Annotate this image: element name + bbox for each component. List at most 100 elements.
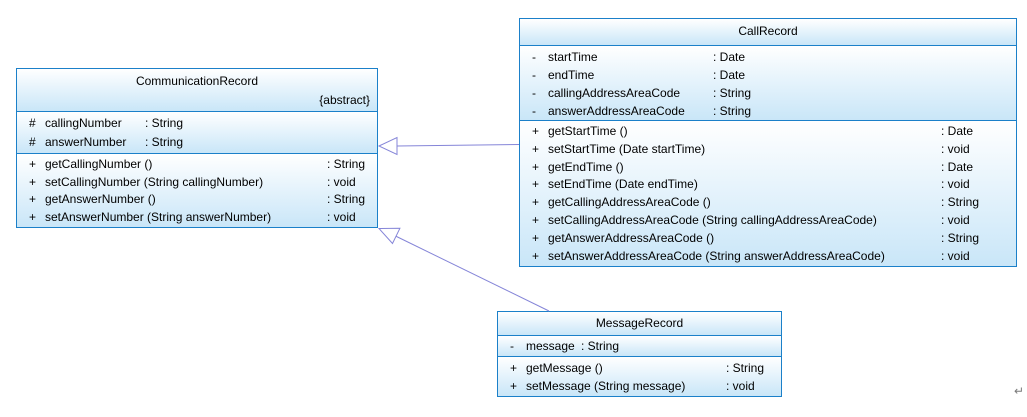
- method-return-type: : void: [941, 177, 970, 192]
- method-return-type: : String: [941, 230, 980, 245]
- method-name: setAnswerAddressAreaCode (String answerA…: [548, 248, 885, 263]
- method-return-type: : Date: [941, 124, 974, 138]
- methods-compartment: + getCallingNumber () : String + setCall…: [17, 153, 377, 227]
- attribute-type: : String: [713, 104, 752, 118]
- method-row: + getAnswerNumber () : String: [17, 191, 377, 209]
- method-name: getAnswerAddressAreaCode (): [548, 230, 715, 245]
- class-name: CallRecord: [738, 24, 798, 38]
- method-return-type: : void: [941, 141, 970, 156]
- method-name: getCallingNumber (): [45, 157, 153, 171]
- method-row: + getStartTime () : Date: [520, 123, 1016, 141]
- method-row: + getCallingAddressAreaCode () : String: [520, 194, 1016, 212]
- attribute-name: message: [526, 339, 575, 353]
- visibility-symbol: -: [532, 68, 536, 82]
- visibility-symbol: +: [532, 248, 540, 263]
- visibility-symbol: +: [532, 124, 540, 138]
- attribute-row: - callingAddressAreaCode : String: [520, 84, 1016, 102]
- visibility-symbol: +: [29, 192, 37, 206]
- method-return-type: : String: [327, 192, 366, 206]
- class-title-compartment: CommunicationRecord {abstract}: [17, 69, 377, 111]
- method-name: setMessage (String message): [526, 379, 686, 393]
- paragraph-return-icon: ↵: [1014, 384, 1025, 398]
- method-name: getEndTime (): [548, 159, 624, 174]
- abstract-tag: {abstract}: [319, 93, 370, 107]
- attribute-row: - endTime : Date: [520, 66, 1016, 84]
- visibility-symbol: +: [532, 141, 540, 156]
- method-return-type: : String: [327, 157, 366, 171]
- method-name: setEndTime (Date endTime): [548, 177, 698, 192]
- visibility-symbol: +: [532, 195, 540, 210]
- attribute-row: - message : String: [498, 337, 781, 355]
- visibility-symbol: +: [510, 379, 518, 393]
- attribute-type: : String: [145, 116, 184, 130]
- method-row: + setStartTime (Date startTime) : void: [520, 141, 1016, 159]
- method-return-type: : void: [941, 212, 970, 227]
- method-return-type: : Date: [941, 159, 974, 174]
- method-return-type: : String: [941, 195, 980, 210]
- visibility-symbol: #: [29, 116, 36, 130]
- method-row: + setMessage (String message) : void: [498, 377, 781, 395]
- class-communication-record[interactable]: CommunicationRecord {abstract} # calling…: [16, 68, 378, 228]
- method-row: + setAnswerNumber (String answerNumber) …: [17, 209, 377, 227]
- method-name: getAnswerNumber (): [45, 192, 156, 206]
- inheritance-line-callrecord: [396, 144, 520, 147]
- visibility-symbol: -: [532, 104, 536, 118]
- method-return-type: : void: [941, 248, 970, 263]
- inheritance-arrowhead-icon: [377, 136, 398, 156]
- method-name: setCallingAddressAreaCode (String callin…: [548, 212, 877, 227]
- attribute-type: : Date: [713, 50, 746, 64]
- method-return-type: : void: [327, 174, 356, 189]
- attribute-name: answerAddressAreaCode: [548, 104, 685, 118]
- visibility-symbol: +: [532, 230, 540, 245]
- method-return-type: : void: [327, 209, 356, 224]
- method-name: getStartTime (): [548, 124, 628, 138]
- attribute-type: : String: [713, 86, 752, 100]
- attribute-row: # answerNumber : String: [17, 133, 377, 152]
- attribute-name: endTime: [548, 68, 595, 82]
- attribute-row: # callingNumber : String: [17, 114, 377, 133]
- method-row: + setAnswerAddressAreaCode (String answe…: [520, 248, 1016, 266]
- visibility-symbol: +: [29, 174, 37, 189]
- attribute-name: callingNumber: [45, 116, 122, 130]
- attribute-type: : Date: [713, 68, 746, 82]
- visibility-symbol: +: [510, 361, 518, 375]
- visibility-symbol: +: [532, 212, 540, 227]
- method-row: + getAnswerAddressAreaCode () : String: [520, 230, 1016, 248]
- class-title-compartment: MessageRecord: [498, 312, 781, 335]
- visibility-symbol: -: [532, 50, 536, 64]
- attributes-compartment: - startTime : Date - endTime : Date - ca…: [520, 45, 1016, 120]
- class-message-record[interactable]: MessageRecord - message : String + getMe…: [497, 311, 782, 397]
- method-name: setCallingNumber (String callingNumber): [45, 174, 264, 189]
- method-row: + setEndTime (Date endTime) : void: [520, 176, 1016, 194]
- class-call-record[interactable]: CallRecord - startTime : Date - endTime …: [519, 18, 1017, 267]
- visibility-symbol: +: [532, 177, 540, 192]
- attribute-name: answerNumber: [45, 135, 127, 149]
- method-row: + setCallingNumber (String callingNumber…: [17, 174, 377, 192]
- method-row: + getCallingNumber () : String: [17, 156, 377, 174]
- visibility-symbol: -: [510, 339, 514, 353]
- method-name: setStartTime (Date startTime): [548, 141, 706, 156]
- class-name: MessageRecord: [595, 316, 684, 330]
- method-row: + setCallingAddressAreaCode (String call…: [520, 212, 1016, 230]
- attributes-compartment: - message : String: [498, 335, 781, 356]
- method-name: getCallingAddressAreaCode (): [548, 195, 711, 210]
- attribute-row: - startTime : Date: [520, 48, 1016, 66]
- method-name: getMessage (): [526, 361, 603, 375]
- visibility-symbol: +: [29, 157, 37, 171]
- inheritance-arrowhead-icon: [377, 227, 401, 245]
- attribute-name: startTime: [548, 50, 598, 64]
- methods-compartment: + getMessage () : String + setMessage (S…: [498, 356, 781, 396]
- method-row: + getMessage () : String: [498, 359, 781, 377]
- method-return-type: : String: [726, 361, 765, 375]
- visibility-symbol: #: [29, 135, 36, 149]
- method-row: + getEndTime () : Date: [520, 159, 1016, 177]
- attributes-compartment: # callingNumber : String # answerNumber …: [17, 111, 377, 153]
- attribute-type: : String: [581, 339, 620, 353]
- class-title-compartment: CallRecord: [520, 19, 1016, 45]
- methods-compartment: + getStartTime () : Date + setStartTime …: [520, 120, 1016, 266]
- visibility-symbol: +: [29, 209, 37, 224]
- attribute-row: - answerAddressAreaCode : String: [520, 102, 1016, 120]
- class-name: CommunicationRecord: [135, 74, 259, 88]
- visibility-symbol: +: [532, 159, 540, 174]
